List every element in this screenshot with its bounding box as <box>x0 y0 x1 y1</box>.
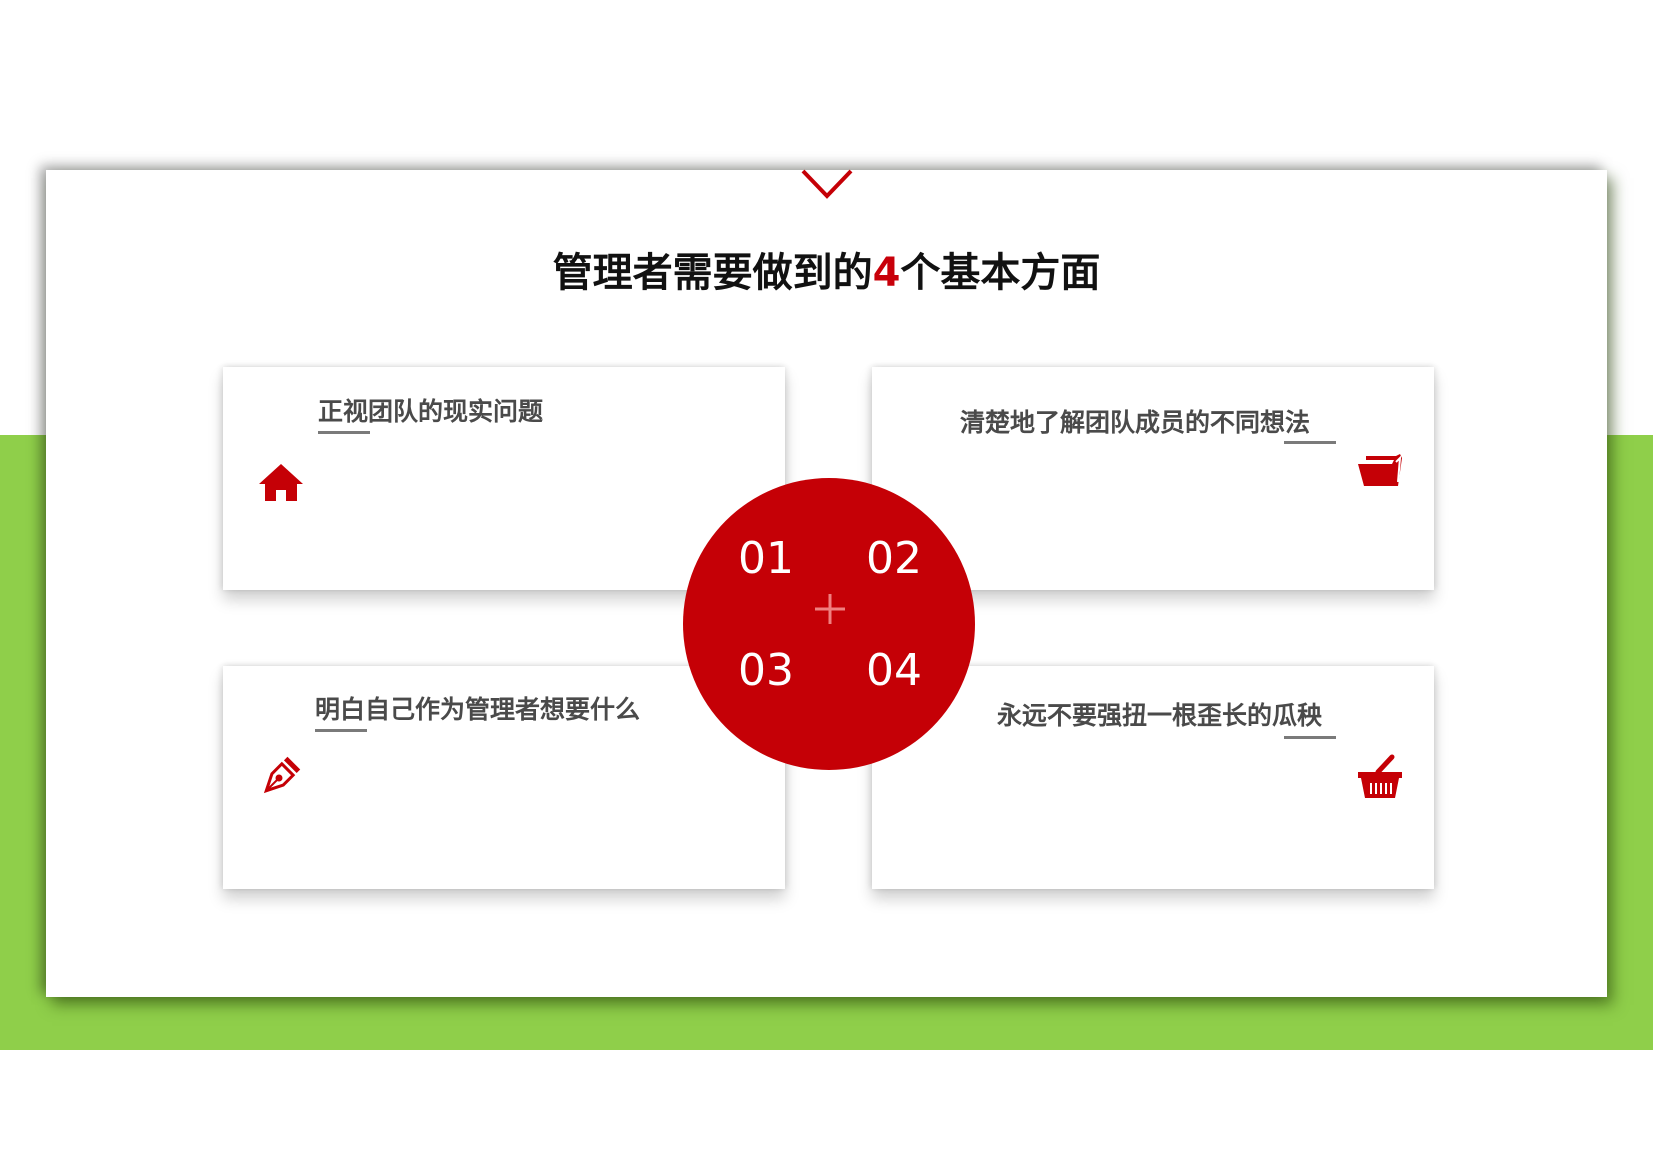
title-suffix: 个基本方面 <box>900 250 1101 296</box>
card-underline <box>315 729 367 732</box>
title-prefix: 管理者需要做到的 <box>552 250 873 296</box>
card-text: 永远不要强扭一根歪长的瓜秧 <box>997 701 1323 730</box>
title-number: 4 <box>872 250 901 296</box>
card-01: 正视团队的现实问题 <box>223 367 785 590</box>
circle-number-01: 01 <box>738 533 794 584</box>
plus-icon <box>815 594 845 624</box>
circle-number-03: 03 <box>738 645 794 696</box>
card-underline <box>318 431 370 434</box>
card-02: 清楚地了解团队成员的不同想法 <box>872 367 1434 590</box>
card-text: 明白自己作为管理者想要什么 <box>315 695 641 724</box>
pen-nib-icon <box>263 756 301 794</box>
center-number-circle: 01 02 03 04 <box>683 478 975 770</box>
page-title: 管理者需要做到的4个基本方面 <box>0 240 1653 298</box>
card-text: 正视团队的现实问题 <box>318 397 544 426</box>
chevron-down-icon <box>801 169 853 199</box>
circle-number-04: 04 <box>866 645 922 696</box>
folder-open-icon <box>1358 454 1402 486</box>
home-icon <box>259 464 303 501</box>
circle-number-02: 02 <box>866 533 922 584</box>
card-04: 永远不要强扭一根歪长的瓜秧 <box>872 666 1434 889</box>
card-03: 明白自己作为管理者想要什么 <box>223 666 785 889</box>
card-underline <box>1284 736 1336 739</box>
basket-icon <box>1358 754 1402 798</box>
card-underline <box>1284 441 1336 444</box>
card-text: 清楚地了解团队成员的不同想法 <box>960 408 1311 437</box>
